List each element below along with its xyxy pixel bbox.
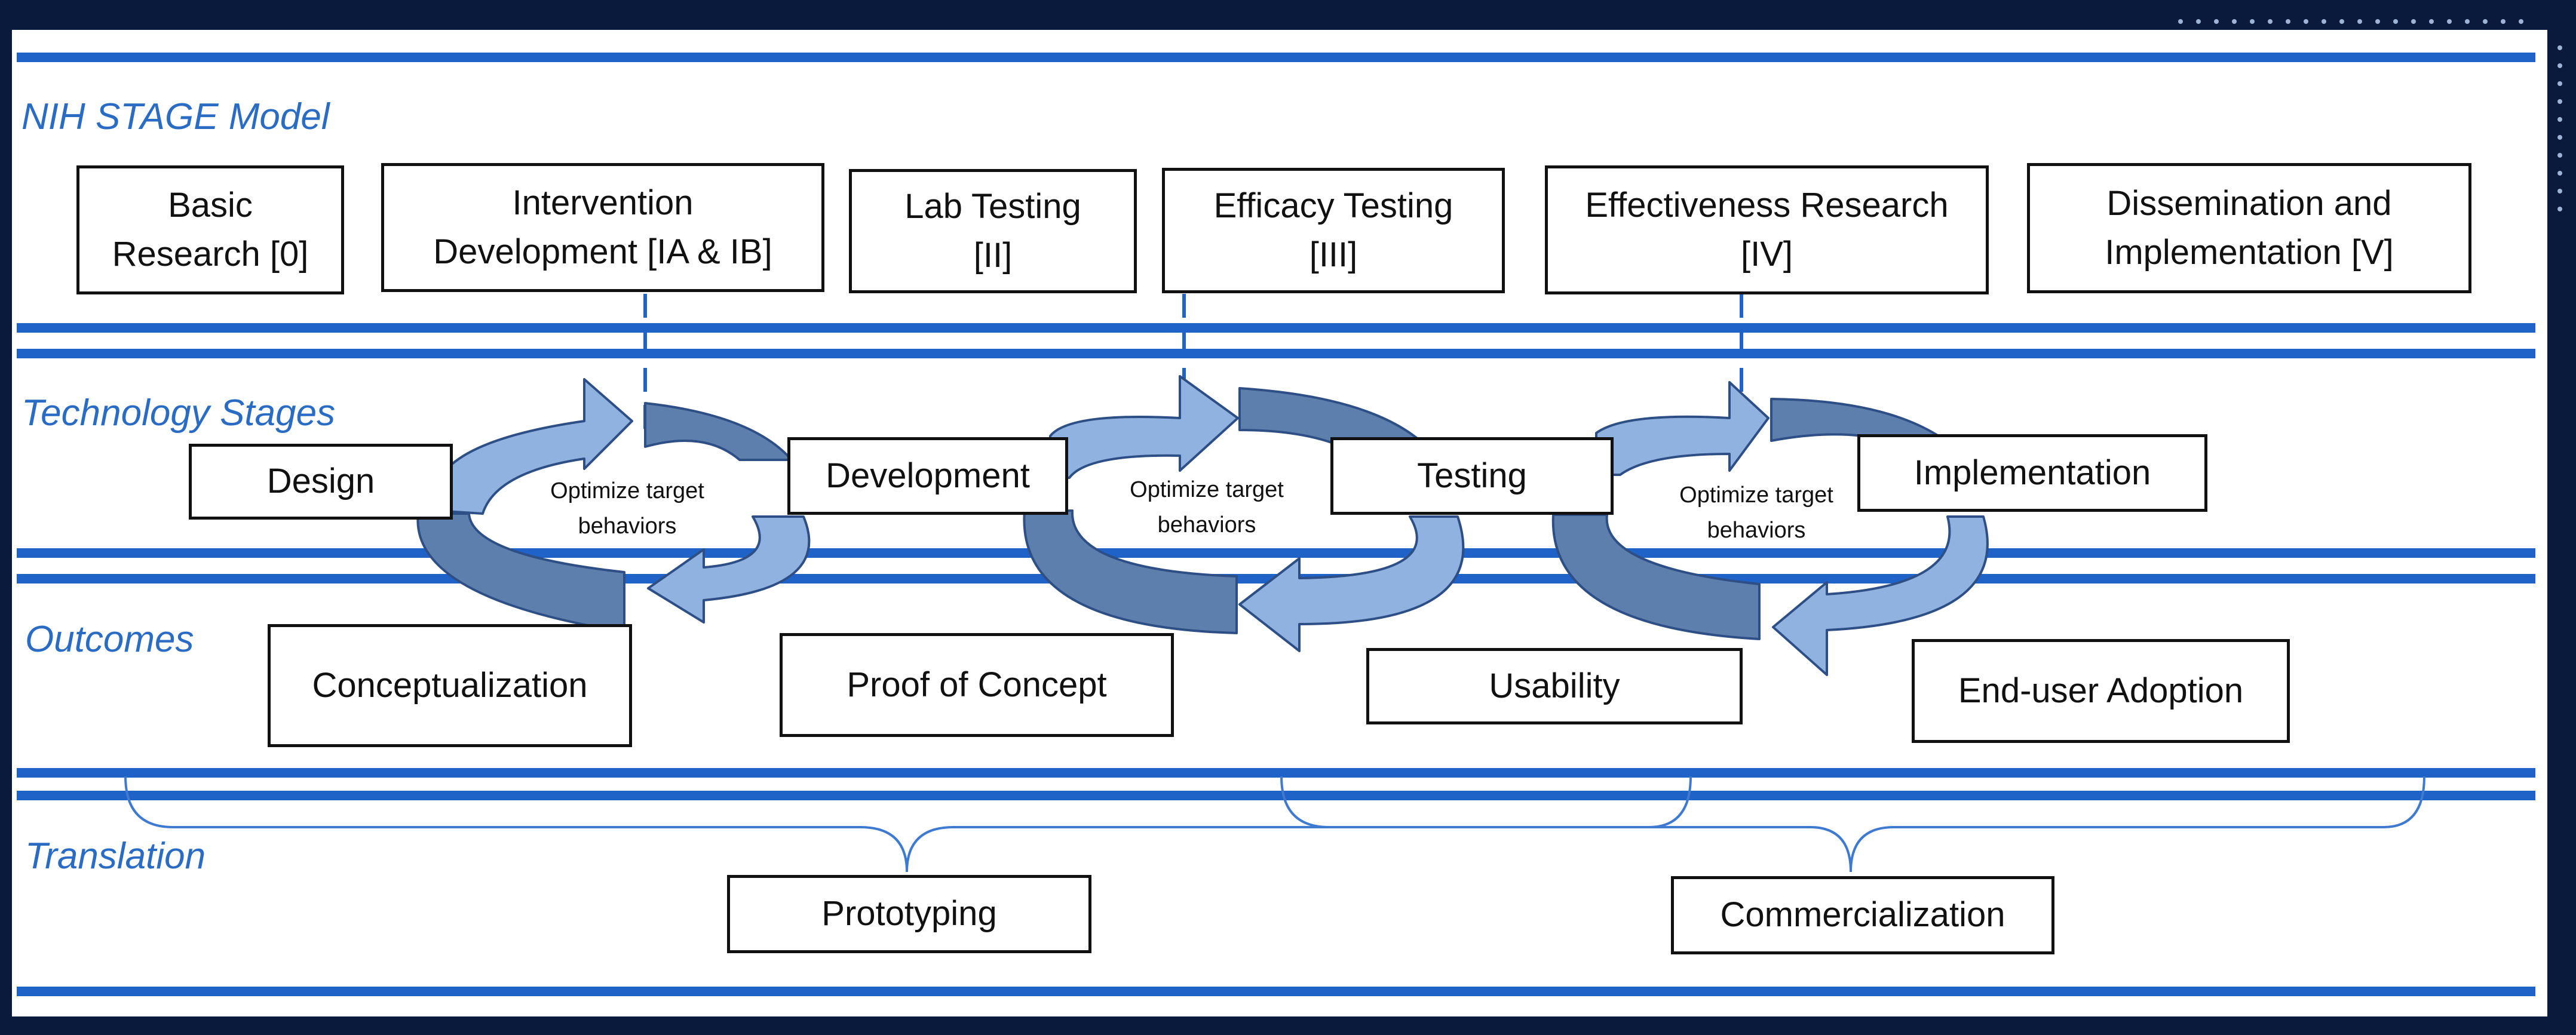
optimize-label-1: Optimize target behaviors — [550, 478, 704, 539]
section-label-outcomes: Outcomes — [25, 619, 194, 660]
nih-stage-basic-research: Basic Research [0] — [76, 165, 344, 294]
outcome-end-user-adoption: End-user Adoption — [1912, 639, 2290, 743]
outcome-conceptualization: Conceptualization — [268, 624, 632, 747]
outcome-usability: Usability — [1366, 648, 1743, 724]
cycle-2-bottom-back-arc — [1023, 509, 1238, 634]
optimize-label-3: Optimize target behaviors — [1679, 483, 1833, 543]
translation-commercialization: Commercialization — [1671, 876, 2054, 954]
tech-stage-development: Development — [787, 437, 1068, 515]
nih-stage-intervention-development: Intervention Development [IA & IB] — [381, 163, 824, 292]
cycle-2-top-back-arc — [1238, 387, 1426, 446]
nih-stage-dissemination-implementation: Dissemination and Implementation [V] — [2027, 163, 2471, 293]
rule-nih-bottom-1 — [17, 323, 2535, 333]
tech-stage-implementation: Implementation — [1857, 434, 2207, 512]
frame-inner-border — [12, 30, 2547, 1016]
frame-top — [0, 0, 2576, 31]
rule-tech-bottom-1 — [17, 548, 2535, 558]
cycle-3 — [1551, 381, 1989, 676]
frame-left — [0, 0, 13, 1035]
rule-bottom — [17, 987, 2535, 996]
translation-braces — [124, 776, 2425, 873]
cycle-3-bottom-arrow — [1772, 515, 1989, 676]
frame-bottom — [0, 1015, 2576, 1035]
rule-top — [17, 53, 2535, 62]
rule-outcomes-bottom-1 — [17, 768, 2535, 778]
cycle-2 — [1023, 375, 1465, 652]
cycle-3-bottom-back-arc — [1551, 514, 1761, 640]
outcome-proof-of-concept: Proof of Concept — [780, 633, 1174, 737]
section-label-nih: NIH STAGE Model — [22, 96, 330, 137]
cycle-2-top-arrow — [1049, 375, 1239, 479]
cycle-3-top-back-arc — [1770, 398, 1940, 442]
cycle-1-top-back-arc — [644, 402, 793, 461]
nih-stage-effectiveness-research: Effectiveness Research [IV] — [1545, 165, 1989, 294]
cycle-1-bottom-arrow — [647, 515, 811, 624]
rule-outcomes-bottom-2 — [17, 791, 2535, 800]
brace-commercialization — [1280, 776, 2425, 873]
tech-stage-design: Design — [189, 444, 453, 520]
cycle-2-bottom-arrow — [1238, 515, 1465, 652]
nih-stage-efficacy-testing: Efficacy Testing [III] — [1162, 168, 1505, 293]
translation-prototyping: Prototyping — [727, 875, 1091, 953]
nih-stage-lab-testing: Lab Testing [II] — [849, 169, 1137, 293]
brace-prototyping — [124, 776, 1692, 873]
frame-dots — [2178, 19, 2562, 211]
optimize-label-2: Optimize target behaviors — [1130, 477, 1284, 538]
section-label-translation: Translation — [25, 836, 206, 877]
section-label-tech: Technology Stages — [22, 392, 336, 434]
cycle-3-top-arrow — [1595, 381, 1770, 476]
tech-stage-testing: Testing — [1330, 437, 1614, 515]
rule-nih-bottom-2 — [17, 349, 2535, 358]
